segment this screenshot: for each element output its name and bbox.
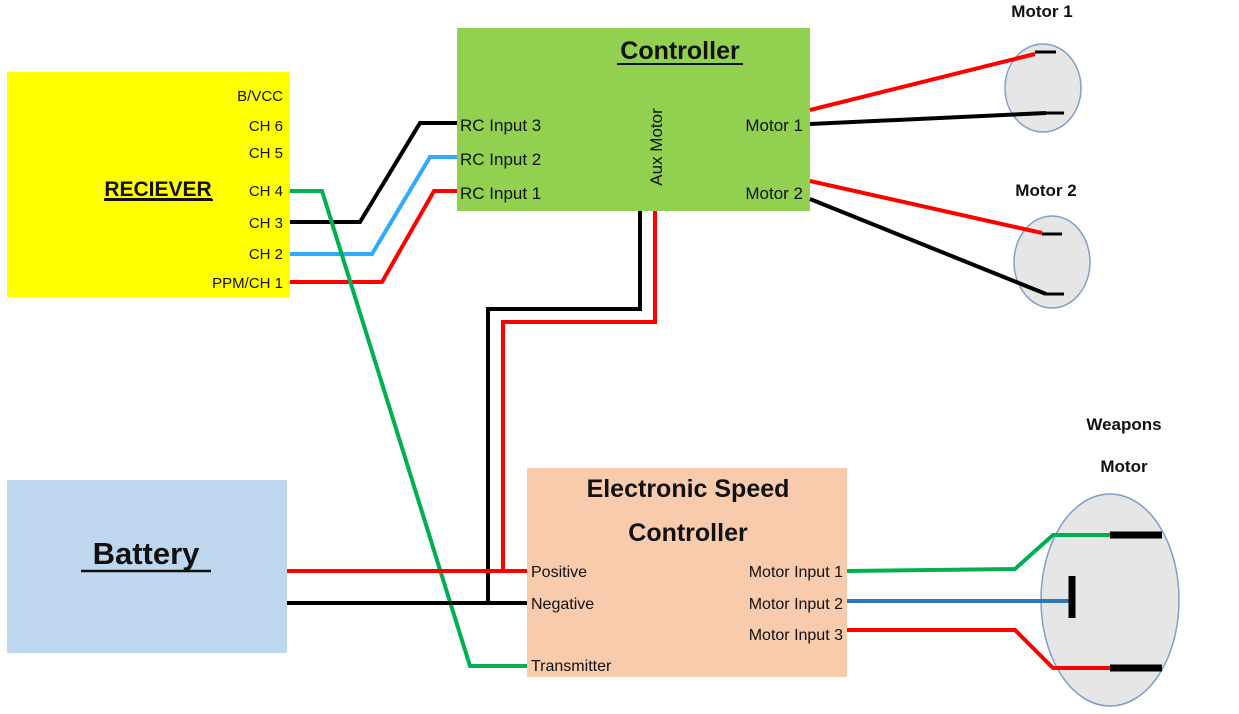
esc-title-line2: Controller (628, 519, 748, 547)
wire-ch3-black (290, 121, 457, 224)
esc-box (527, 468, 847, 677)
receiver-pin-ppm-ch1: PPM/CH 1 (212, 275, 283, 292)
receiver-pin-ch3: CH 3 (249, 215, 283, 232)
controller-input-2: RC Input 2 (460, 150, 541, 169)
controller-input-3: RC Input 3 (460, 116, 541, 135)
controller-output-motor-2: Motor 2 (745, 184, 803, 203)
controller-box (457, 28, 810, 211)
controller-aux-motor-label: Aux Motor (647, 108, 666, 186)
receiver-pin-ch2: CH 2 (249, 246, 283, 263)
esc-pin-positive: Positive (531, 564, 587, 581)
receiver-pin-bvcc: B/VCC (237, 88, 283, 105)
motor-1-body (1004, 43, 1082, 133)
esc-pin-negative: Negative (531, 596, 594, 613)
weapons-motor-label-line2: Motor (1100, 457, 1148, 476)
controller-input-1: RC Input 1 (460, 184, 541, 203)
motor-2-label: Motor 2 (1015, 181, 1076, 200)
wire-ch2-blue (290, 155, 457, 256)
wire-aux-red (501, 211, 657, 571)
battery-title: Battery (93, 536, 201, 571)
motor-2-body (1013, 215, 1091, 309)
wire-ch1-red (290, 189, 457, 284)
wire-motor-input-3-red (847, 628, 1110, 670)
battery-box (7, 480, 287, 653)
wire-aux-black (486, 211, 642, 602)
esc-pin-motor-input-1: Motor Input 1 (749, 564, 843, 581)
esc-pin-transmitter: Transmitter (531, 658, 612, 675)
wire-motor2-black (809, 197, 1047, 296)
weapons-motor-label-line1: Weapons (1086, 415, 1161, 434)
receiver-pin-ch6: CH 6 (249, 118, 283, 135)
wire-motor2-red (809, 179, 1043, 235)
wire-motor-input-1-green (846, 533, 1110, 573)
wire-ch4-green (290, 189, 527, 668)
controller-output-motor-1: Motor 1 (745, 116, 803, 135)
receiver-pin-ch4: CH 4 (249, 183, 283, 200)
receiver-pin-ch5: CH 5 (249, 145, 283, 162)
receiver-box (7, 72, 290, 297)
esc-pin-motor-input-2: Motor Input 2 (749, 596, 843, 613)
receiver-title: RECIEVER (104, 178, 211, 201)
wire-motor1-black (809, 111, 1047, 126)
wire-motor1-red (809, 52, 1036, 112)
esc-pin-motor-input-3: Motor Input 3 (749, 627, 843, 644)
controller-title: Controller (620, 37, 740, 65)
esc-title-line1: Electronic Speed (587, 475, 790, 503)
motor-1-label: Motor 1 (1011, 2, 1072, 21)
